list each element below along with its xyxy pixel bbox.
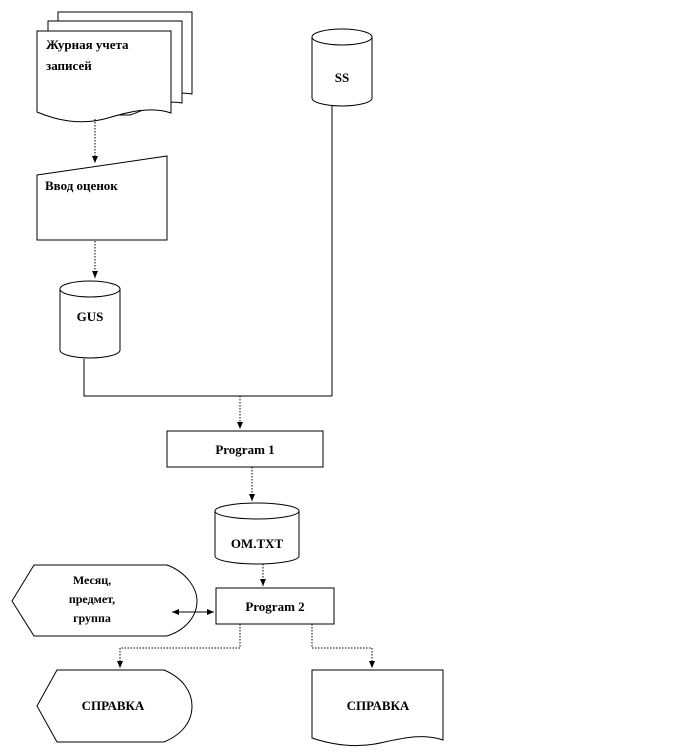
report-display: СПРАВКА <box>36 669 193 743</box>
journal-label-line1: Журная учета <box>46 37 129 52</box>
ss-database: SS <box>311 28 373 107</box>
omtxt-database: OM.TXT <box>214 502 300 565</box>
params-label-line3: группа <box>73 611 111 625</box>
gus-label: GUS <box>77 309 104 324</box>
gus-database: GUS <box>59 280 121 359</box>
report-document: СПРАВКА <box>311 669 444 747</box>
parameters-display: Месяц, предмет, группа <box>11 564 198 637</box>
program-2-process: Program 2 <box>215 587 335 625</box>
omtxt-label: OM.TXT <box>231 536 284 551</box>
journal-label-line2: записей <box>46 58 92 73</box>
program-2-to-document-arrow <box>311 624 375 668</box>
program-1-process: Program 1 <box>166 430 324 468</box>
printed-report-label: СПРАВКА <box>347 698 410 713</box>
program-2-label: Program 2 <box>245 599 304 614</box>
gus-merge-line <box>83 359 332 397</box>
journal-multidocument: Журная учета записей <box>36 11 193 123</box>
params-label-line2: предмет, <box>69 592 115 606</box>
ss-label: SS <box>335 70 349 85</box>
program-1-label: Program 1 <box>215 442 274 457</box>
params-label-line1: Месяц, <box>73 573 111 587</box>
display-report-label: СПРАВКА <box>82 698 145 713</box>
program-2-to-display-arrow <box>117 624 241 668</box>
connectors <box>83 106 375 668</box>
input-label: Ввод оценок <box>45 178 118 193</box>
input-grades-manual-input: Ввод оценок <box>36 155 168 241</box>
